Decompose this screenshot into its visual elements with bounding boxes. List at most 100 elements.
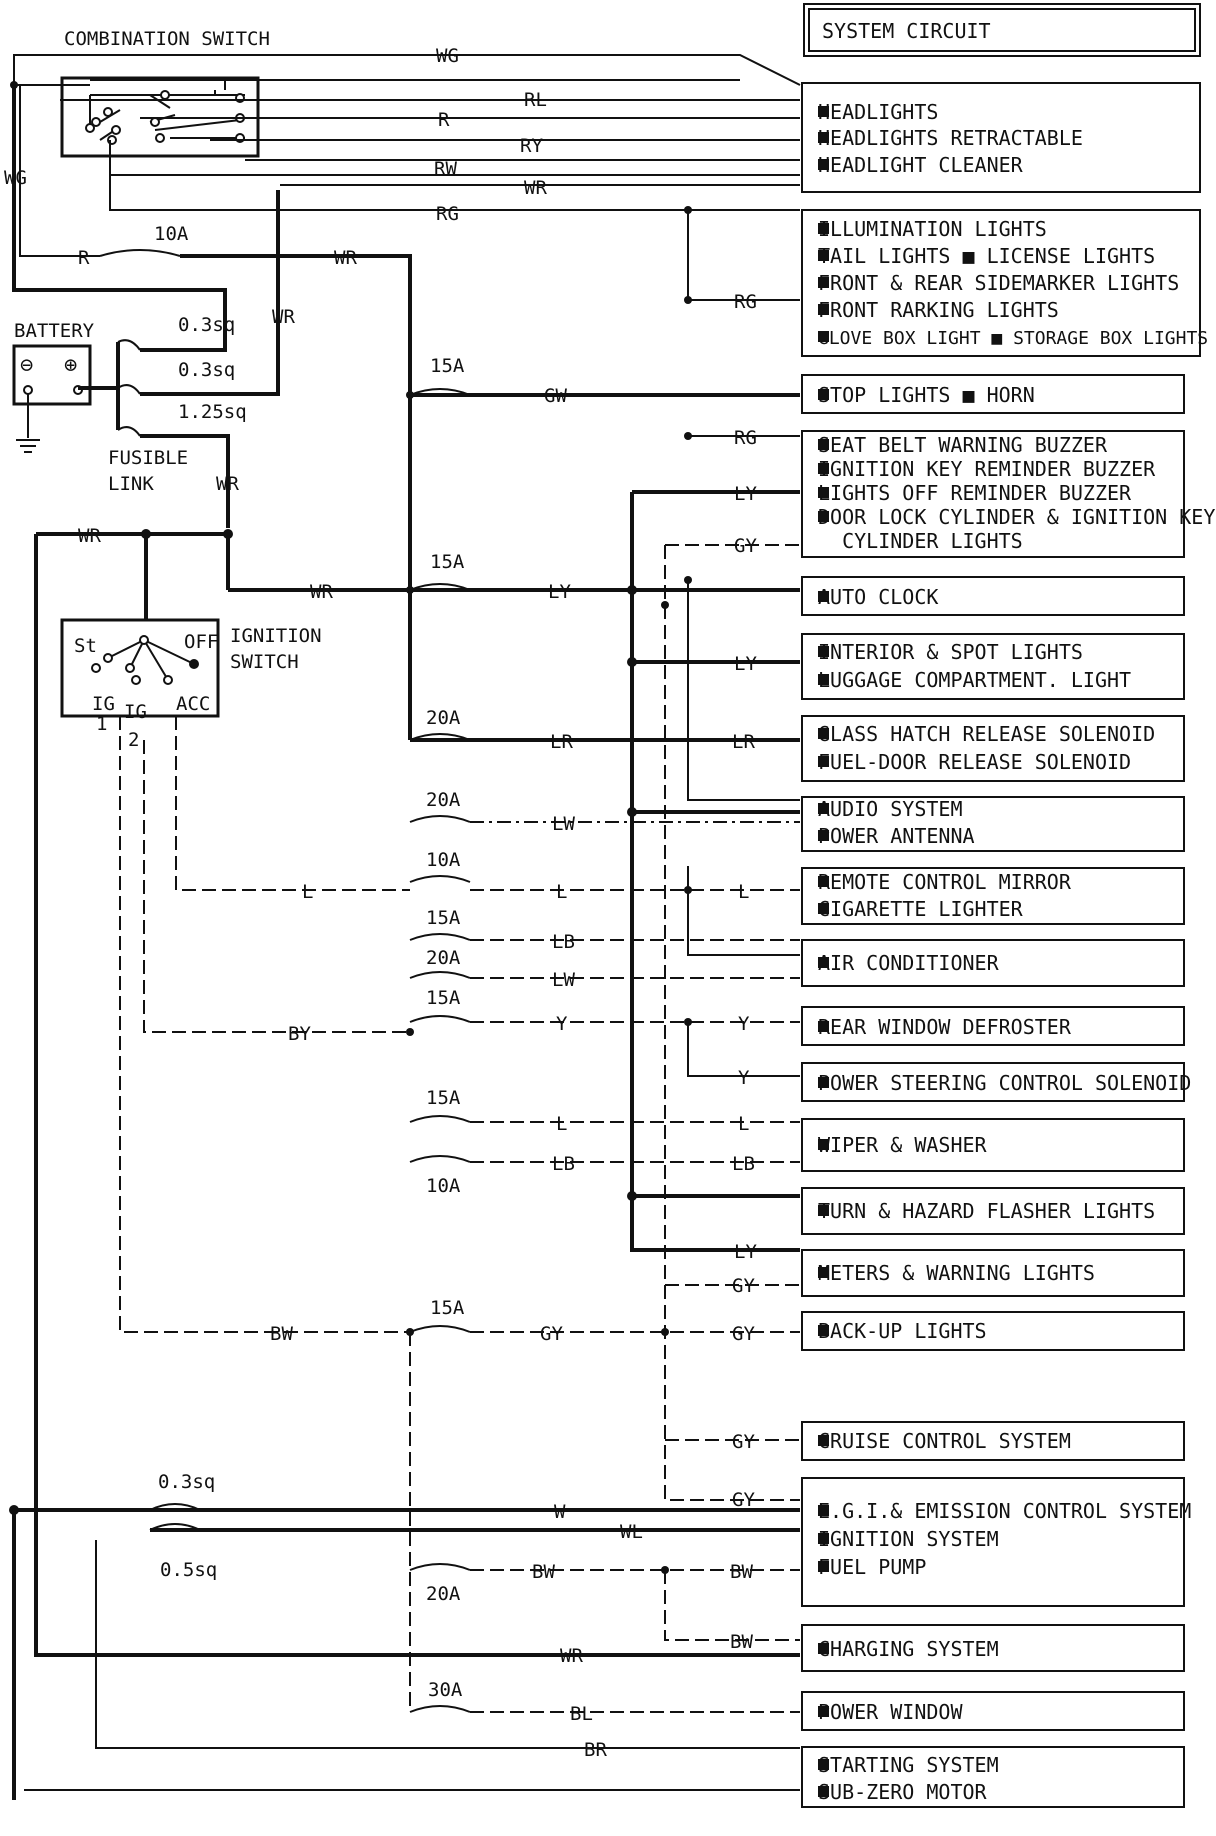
- system-label: DOOR LOCK CYLINDER & IGNITION KEY: [818, 505, 1215, 529]
- bullet-square-icon: [818, 1505, 829, 1516]
- wire-code: GY: [540, 1323, 563, 1345]
- system-boxes: [801, 82, 1201, 1808]
- svg-text:STOP LIGHTS ■ HORN: STOP LIGHTS ■ HORN: [818, 383, 1035, 407]
- system-box-meters: [801, 1249, 1185, 1297]
- system-box-warning-buzzers: [801, 430, 1185, 558]
- system-box-headlights: [801, 82, 1201, 193]
- wire-code: L: [556, 881, 567, 903]
- wire-code: W: [554, 1501, 566, 1523]
- svg-text:TAIL LIGHTS ■ LICENSE LIGHTS: TAIL LIGHTS ■ LICENSE LIGHTS: [818, 244, 1155, 268]
- wire-code: BY: [288, 1023, 311, 1045]
- bullet-square-icon: [818, 1021, 829, 1032]
- wire-code: BW: [730, 1631, 753, 1653]
- wire-code: RG: [436, 203, 459, 225]
- wire-code: WR: [310, 581, 333, 603]
- system-box-stop-lights: [801, 374, 1185, 414]
- wire-code: WR: [272, 306, 295, 328]
- bullet-square-icon: [818, 1533, 829, 1544]
- system-box-auto-clock: [801, 576, 1185, 616]
- bullet-square-icon: [818, 876, 829, 887]
- bullet-square-icon: [818, 1786, 829, 1797]
- bullet-square-icon: [818, 1561, 829, 1572]
- wire-code: BW: [730, 1561, 753, 1583]
- wire-code: GW: [544, 385, 567, 407]
- bullet-square-icon: [818, 1643, 829, 1654]
- wire-code: BL: [570, 1703, 593, 1725]
- system-label: CIGARETTE LIGHTER: [818, 897, 1024, 921]
- wire-code: L: [738, 1113, 749, 1135]
- system-label: FRONT & REAR SIDEMARKER LIGHTS: [818, 271, 1179, 295]
- system-label: IGNITION SYSTEM: [818, 1527, 999, 1551]
- bullet-square-icon: [818, 487, 829, 498]
- fuse-rating: 15A: [426, 987, 461, 1009]
- svg-text:SUB-ZERO MOTOR: SUB-ZERO MOTOR: [818, 1780, 988, 1804]
- ignition-switch-label: IGNITION: [230, 625, 322, 647]
- link-rating: 0.3sq: [158, 1471, 215, 1493]
- system-label: TURN & HAZARD FLASHER LIGHTS: [818, 1199, 1155, 1223]
- system-label: LIGHTS OFF REMINDER BUZZER: [818, 481, 1132, 505]
- wire-code: BR: [584, 1739, 607, 1761]
- system-label: SEAT BELT WARNING BUZZER: [818, 433, 1108, 457]
- svg-text:AUTO CLOCK: AUTO CLOCK: [818, 585, 938, 609]
- svg-text:REMOTE CONTROL MIRROR: REMOTE CONTROL MIRROR: [818, 870, 1072, 894]
- bullet-square-icon: [818, 132, 829, 143]
- wire-code: WR: [216, 473, 239, 495]
- svg-text:HEADLIGHT CLEANER: HEADLIGHT CLEANER: [818, 153, 1024, 177]
- system-labels: HEADLIGHTS HEADLIGHTS RETRACTABLE HEADLI…: [818, 100, 1215, 1804]
- svg-text:IG: IG: [124, 701, 147, 723]
- fuse-rating: 15A: [430, 1297, 465, 1319]
- system-label: TAIL LIGHTS ■ LICENSE LIGHTS: [818, 244, 1155, 268]
- system-label: IGNITION KEY REMINDER BUZZER: [818, 457, 1156, 481]
- svg-text:SWITCH: SWITCH: [230, 651, 299, 673]
- bullet-square-icon: [818, 463, 829, 474]
- wire-code: GY: [732, 1275, 755, 1297]
- svg-text:GLASS HATCH RELEASE SOLENOID: GLASS HATCH RELEASE SOLENOID: [818, 722, 1155, 746]
- svg-text:ACC: ACC: [176, 693, 210, 715]
- bullet-square-icon: [818, 106, 829, 117]
- bullet-square-icon: [818, 903, 829, 914]
- svg-text:FRONT RARKING LIGHTS: FRONT RARKING LIGHTS: [818, 298, 1059, 322]
- wire-code: LW: [552, 969, 575, 991]
- bullet-square-icon: [818, 1706, 829, 1717]
- wire-color-labels: WG WG RL R RY RW WR RG R WR WR WR WR WR …: [4, 45, 757, 1761]
- bullet-square-icon: [818, 1267, 829, 1278]
- wires-thick: [12, 254, 800, 1800]
- svg-text:0.3sq: 0.3sq: [178, 314, 235, 336]
- wire-code: L: [738, 881, 749, 903]
- bullet-square-icon: [818, 389, 829, 400]
- bullet-square-icon: [818, 1139, 829, 1150]
- system-box-mirror-lighter: [801, 867, 1185, 925]
- system-label: FUEL-DOOR RELEASE SOLENOID: [818, 750, 1131, 774]
- wire-code: L: [302, 881, 313, 903]
- system-label: SUB-ZERO MOTOR: [818, 1780, 988, 1804]
- ignition-switch: IGNITION SWITCH St OFF IG 1 IG 2 ACC: [60, 618, 322, 751]
- system-box-rear-defroster: [801, 1006, 1185, 1046]
- bullet-square-icon: [818, 803, 829, 814]
- svg-text:BACK-UP LIGHTS: BACK-UP LIGHTS: [818, 1319, 987, 1343]
- fuse-rating: 10A: [426, 1175, 461, 1197]
- wire-code: RL: [524, 89, 547, 111]
- svg-text:AIR CONDITIONER: AIR CONDITIONER: [818, 951, 1000, 975]
- system-box-egi-ignition-fuel: [801, 1477, 1185, 1607]
- system-label: REMOTE CONTROL MIRROR: [818, 870, 1072, 894]
- wire-code: BW: [532, 1561, 555, 1583]
- system-label: POWER WINDOW: [818, 1700, 963, 1724]
- svg-text:E.G.I.& EMISSION CONTROL SYSTE: E.G.I.& EMISSION CONTROL SYSTEM: [818, 1499, 1191, 1523]
- svg-text:HEADLIGHTS: HEADLIGHTS: [818, 100, 938, 124]
- fuse-rating: 15A: [430, 355, 465, 377]
- diagram-title: SYSTEM CIRCUIT: [822, 19, 991, 43]
- system-label: STOP LIGHTS ■ HORN: [818, 383, 1035, 407]
- wire-code: GY: [734, 535, 757, 557]
- fuse-rating: 20A: [426, 947, 461, 969]
- system-label: HEADLIGHTS: [818, 100, 938, 124]
- bullet-square-icon: [818, 223, 829, 234]
- system-label: GLASS HATCH RELEASE SOLENOID: [818, 722, 1155, 746]
- wire-code: GY: [732, 1489, 755, 1511]
- bullet-square-icon: [818, 511, 829, 522]
- fuse-rating: 30A: [428, 1679, 463, 1701]
- system-label: HEADLIGHTS RETRACTABLE: [818, 126, 1083, 150]
- svg-text:METERS & WARNING LIGHTS: METERS & WARNING LIGHTS: [818, 1261, 1095, 1285]
- bullet-square-icon: [818, 674, 829, 685]
- bullet-square-icon: [818, 1435, 829, 1446]
- wire-code: R: [438, 109, 450, 131]
